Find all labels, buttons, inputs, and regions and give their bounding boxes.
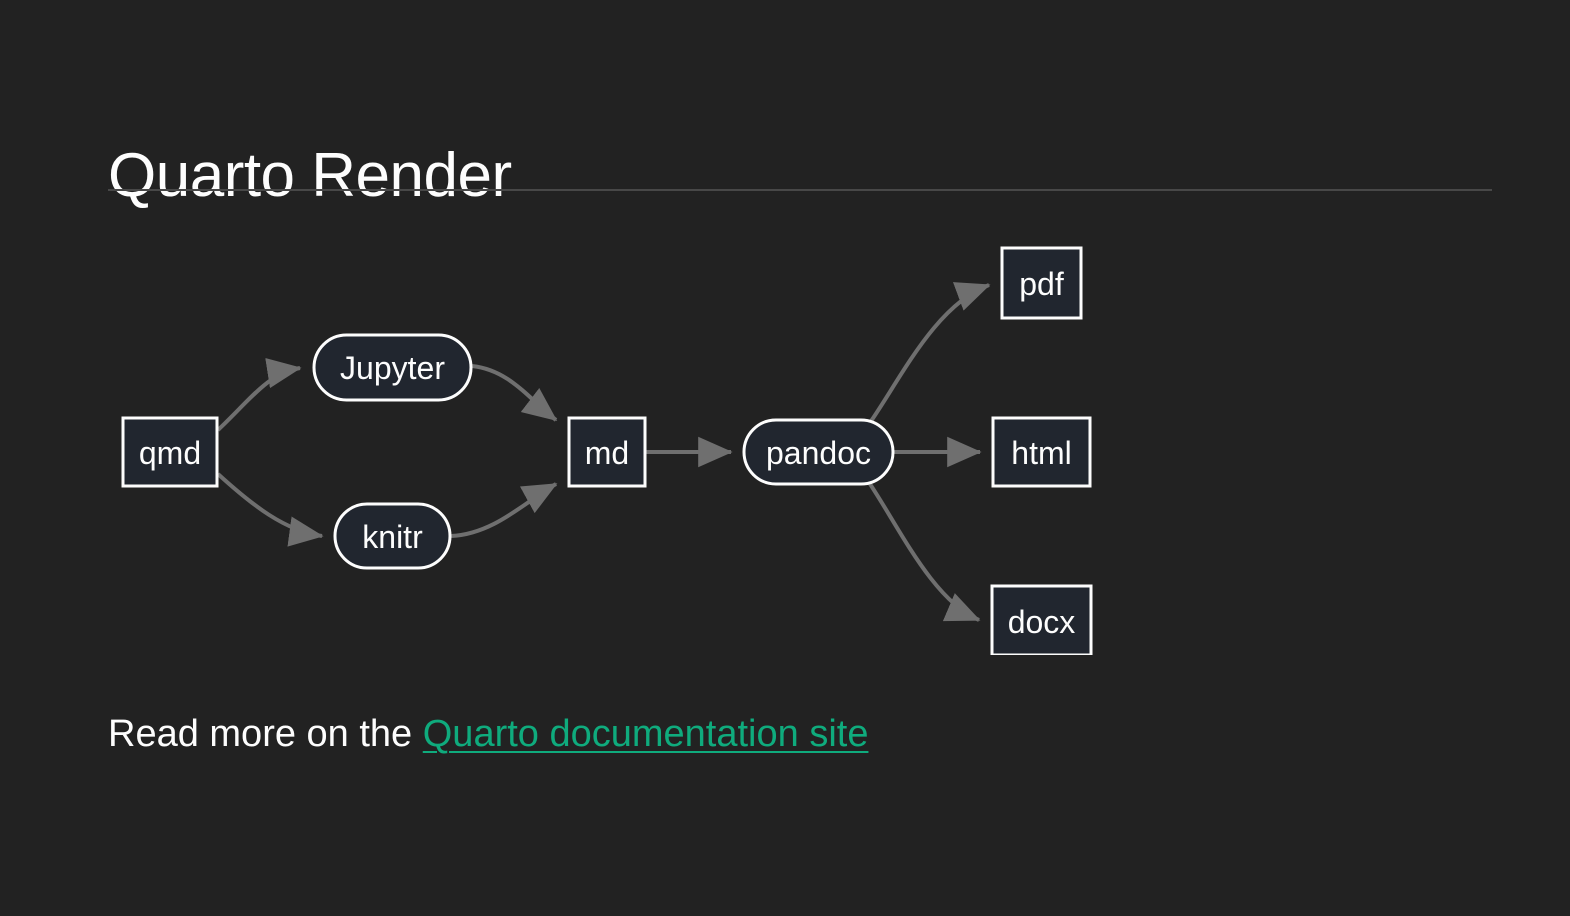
node-jupyter-shape[interactable] bbox=[312, 333, 473, 402]
node-pdf-label: pdf bbox=[1019, 266, 1064, 302]
flowchart-nodes: qmd Jupyter knitr md pandoc bbox=[121, 246, 1093, 655]
node-pdf-shape[interactable] bbox=[1000, 246, 1083, 320]
node-knitr-label: knitr bbox=[362, 519, 423, 555]
node-pdf[interactable]: pdf bbox=[1000, 246, 1083, 320]
edge-jupyter-to-md bbox=[471, 364, 558, 422]
node-html-shape[interactable] bbox=[991, 416, 1092, 488]
node-qmd-shape[interactable] bbox=[121, 416, 219, 488]
edge-qmd-to-jupyter bbox=[216, 358, 302, 432]
node-docx-shape[interactable] bbox=[990, 584, 1093, 655]
edge-pandoc-to-pdf bbox=[867, 282, 991, 426]
quarto-documentation-link[interactable]: Quarto documentation site bbox=[422, 713, 869, 755]
node-md-shape[interactable] bbox=[567, 416, 647, 488]
node-knitr-shape[interactable] bbox=[333, 502, 452, 570]
edge-qmd-to-knitr bbox=[216, 472, 324, 547]
node-html-label: html bbox=[1011, 435, 1071, 471]
node-pandoc-label: pandoc bbox=[766, 435, 871, 471]
read-more-prefix: Read more on the bbox=[108, 713, 423, 755]
quarto-render-flowchart: qmd Jupyter knitr md pandoc bbox=[0, 215, 1570, 655]
node-jupyter-label: Jupyter bbox=[340, 350, 445, 386]
flowchart-svg: qmd Jupyter knitr md pandoc bbox=[121, 246, 1093, 655]
node-docx[interactable]: docx bbox=[990, 584, 1093, 655]
node-pandoc[interactable]: pandoc bbox=[742, 418, 895, 486]
node-qmd-label: qmd bbox=[139, 435, 201, 471]
node-jupyter[interactable]: Jupyter bbox=[312, 333, 473, 402]
node-pandoc-shape[interactable] bbox=[742, 418, 895, 486]
edge-pandoc-to-docx bbox=[866, 479, 981, 622]
read-more-text: Read more on the Quarto documentation si… bbox=[108, 710, 868, 759]
node-qmd[interactable]: qmd bbox=[121, 416, 219, 488]
node-md[interactable]: md bbox=[567, 416, 647, 488]
node-knitr[interactable]: knitr bbox=[333, 502, 452, 570]
title-divider bbox=[108, 189, 1492, 191]
node-docx-label: docx bbox=[1008, 604, 1076, 640]
flowchart-edges bbox=[216, 282, 991, 622]
node-md-label: md bbox=[585, 435, 629, 471]
node-html[interactable]: html bbox=[991, 416, 1092, 488]
edge-knitr-to-md bbox=[450, 482, 558, 538]
page-title: Quarto Render bbox=[108, 140, 512, 210]
